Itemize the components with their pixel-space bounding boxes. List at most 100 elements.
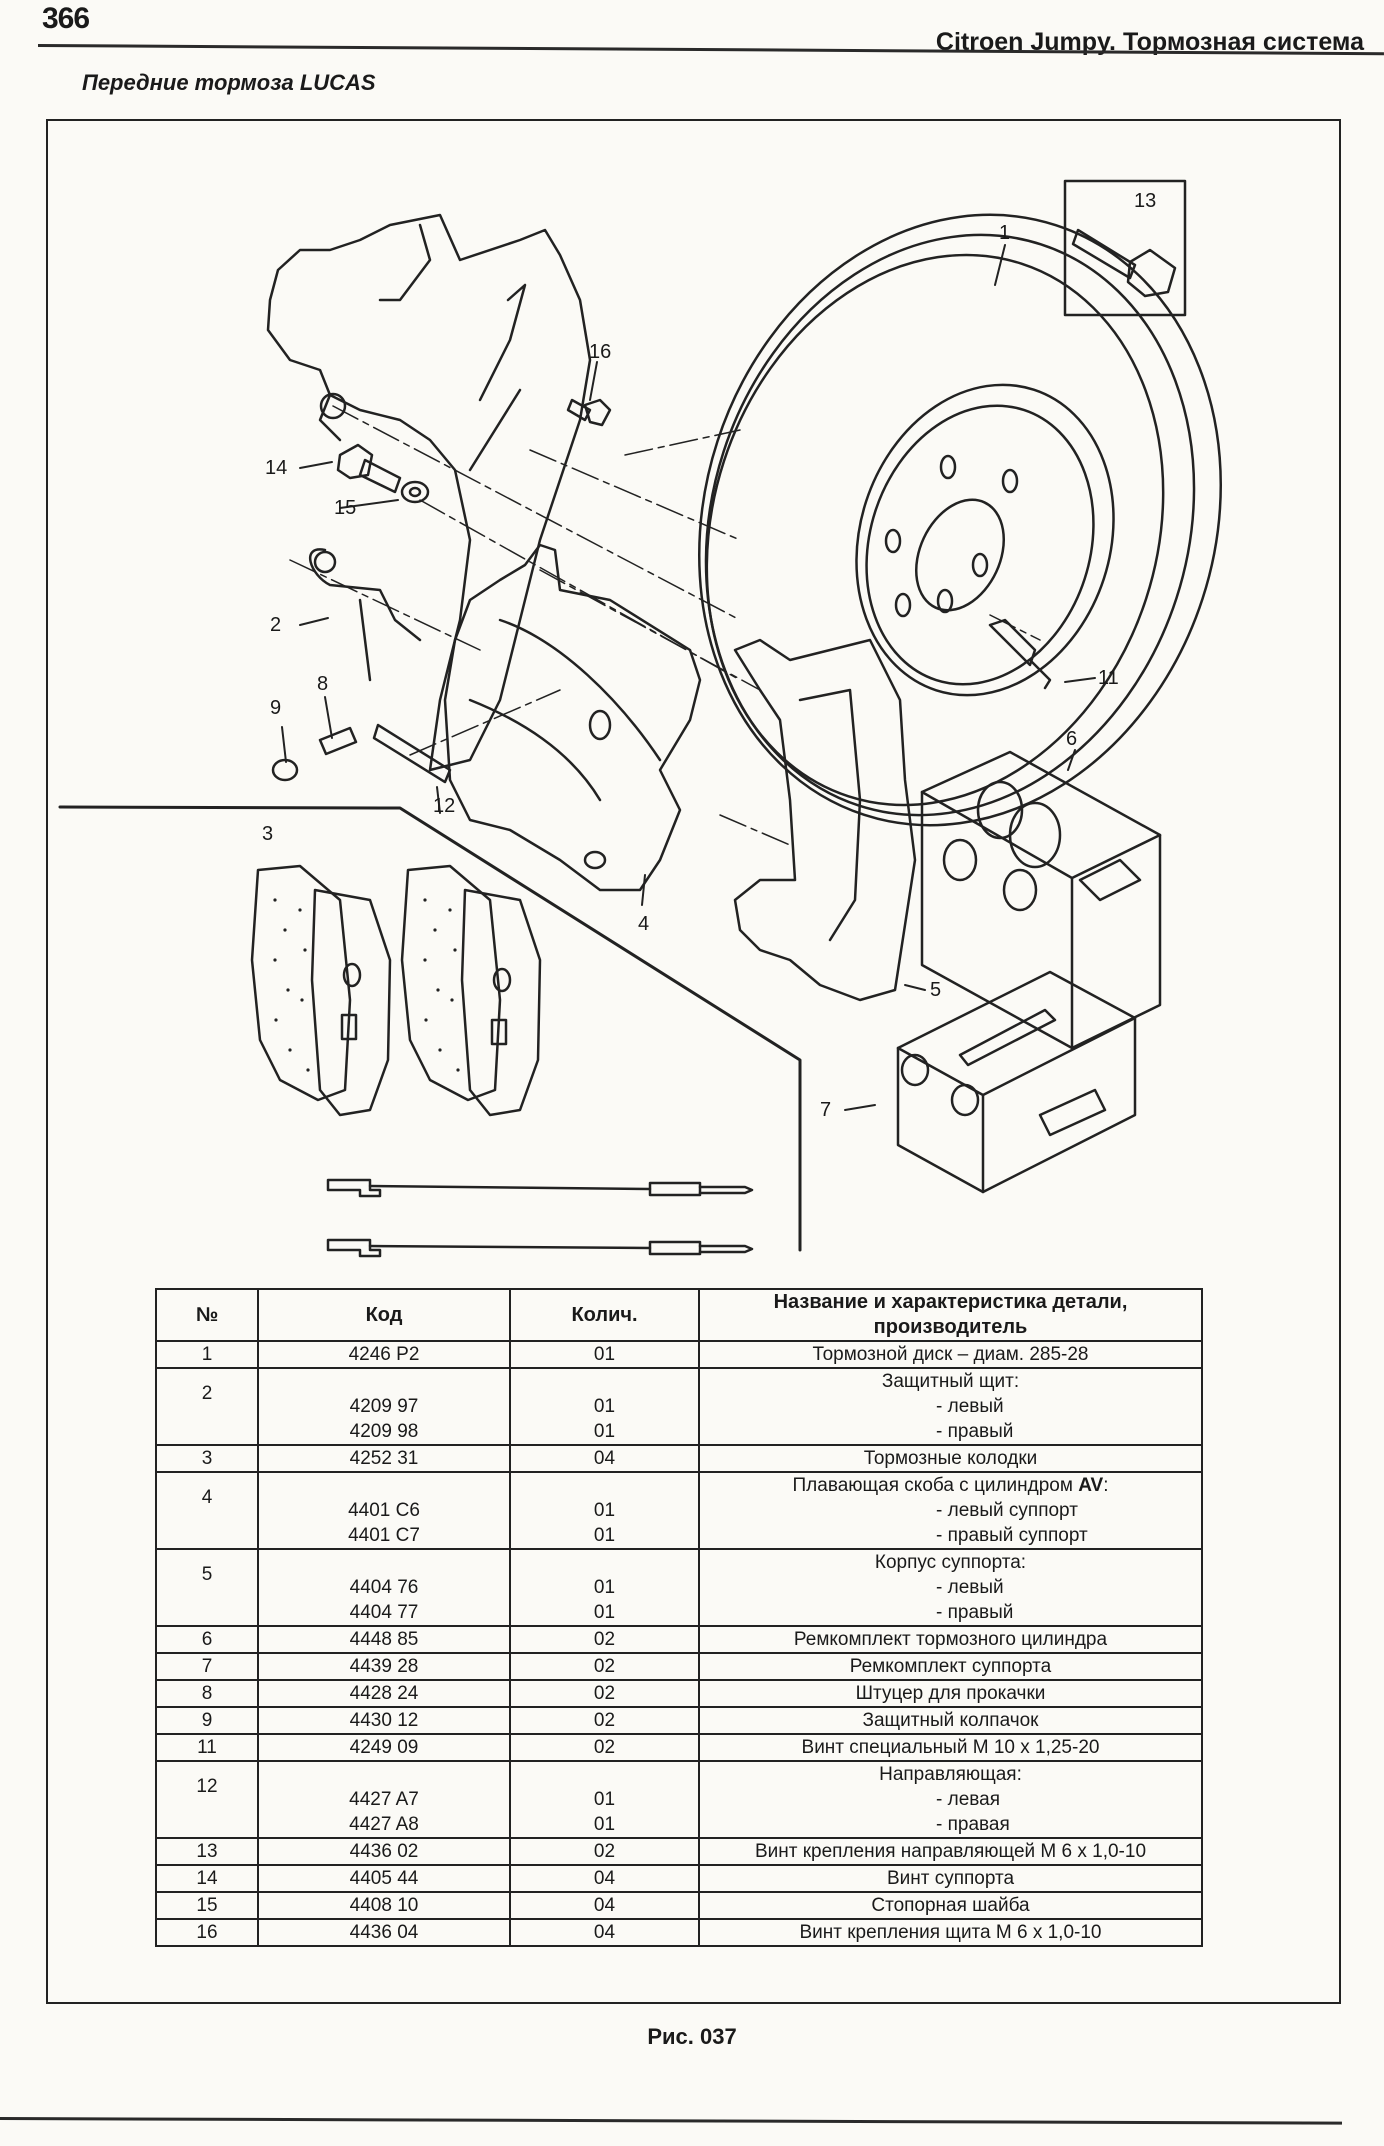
cell-number: 11 <box>155 1733 259 1762</box>
part-quantity: 01 <box>593 1344 616 1365</box>
cell-code: 4249 09 <box>257 1733 511 1762</box>
part-code: 4401 C7 <box>348 1525 420 1546</box>
part-code: 4439 28 <box>349 1656 419 1677</box>
callout-1: 1 <box>999 222 1010 244</box>
part-quantity: 04 <box>593 1868 616 1889</box>
cell-number: 5 <box>155 1548 259 1627</box>
table-header-row: № Код Колич. Название и характеристика д… <box>155 1288 1203 1342</box>
cell-description: Ремкомплект тормозного цилиндра <box>698 1625 1203 1654</box>
part-quantity: 04 <box>593 1448 616 1469</box>
cell-quantity: 04 <box>509 1444 700 1473</box>
lock-washer-drawing <box>400 480 430 504</box>
table-row: 6 4448 85 02 Ремкомплект тормозного цилиндр… <box>155 1625 1203 1654</box>
callout-16: 16 <box>589 341 611 363</box>
parts-table: № Код Колич. Название и характеристика д… <box>155 1288 1203 1947</box>
part-variant: - правый <box>936 1421 1014 1442</box>
guide-drawing <box>372 723 452 784</box>
cell-code: 4448 85 <box>257 1625 511 1654</box>
brake-disc-drawing <box>697 213 1223 827</box>
header-description: Название и характеристика детали, произв… <box>698 1288 1203 1342</box>
cell-quantity: 02 <box>509 1625 700 1654</box>
callout-12: 12 <box>433 795 455 817</box>
part-title-text: Винт крепления направляющей М 6 х 1,0-10 <box>754 1841 1147 1862</box>
part-quantity: 01 <box>593 1525 616 1546</box>
part-quantity: 04 <box>593 1922 616 1943</box>
part-code: 4404 77 <box>349 1602 419 1623</box>
page-number: 366 <box>42 2 90 35</box>
part-variant: - левый <box>936 1396 1004 1417</box>
section-title: Передние тормоза LUCAS <box>82 70 376 95</box>
callout-leaders <box>281 244 1096 1111</box>
part-title: Винт крепления направляющей М 6 х 1,0-10 <box>706 1839 1195 1864</box>
part-quantity: 04 <box>593 1895 616 1916</box>
cell-code: 4408 10 <box>257 1891 511 1920</box>
part-variant: - правый суппорт <box>936 1525 1088 1546</box>
cylinder-repair-kit-drawing <box>920 750 1162 1050</box>
part-code: 4427 A7 <box>349 1789 419 1810</box>
cell-quantity: 02 <box>509 1706 700 1735</box>
cell-description: Штуцер для прокачки <box>698 1679 1203 1708</box>
cell-quantity: 04 <box>509 1864 700 1893</box>
part-code: 4448 85 <box>349 1629 419 1650</box>
part-quantity: 02 <box>593 1737 616 1758</box>
caliper-repair-kit-drawing <box>896 970 1137 1194</box>
cell-number: 2 <box>155 1367 259 1446</box>
part-title-text: Защитный щит: <box>881 1371 1020 1392</box>
exploded-brake-diagram: 1 2 3 4 5 6 7 8 9 11 12 13 14 15 16 <box>58 179 1223 1258</box>
callout-labels: 1 2 3 4 5 6 7 8 9 11 12 13 14 15 16 <box>262 190 1156 1121</box>
guide-bolt-drawing <box>1071 228 1177 298</box>
cell-quantity: 02 <box>509 1652 700 1681</box>
part-title: Ремкомплект суппорта <box>706 1654 1195 1679</box>
part-title: Тормозной диск – диам. 285-28 <box>706 1342 1195 1367</box>
part-code: 4404 76 <box>349 1577 419 1598</box>
cell-code: 4439 28 <box>257 1652 511 1681</box>
callout-15: 15 <box>334 497 356 519</box>
caliper-drawing <box>443 543 702 892</box>
cell-code: 4436 04 <box>257 1918 511 1947</box>
part-title-text: Защитный колпачок <box>862 1710 1039 1731</box>
callout-8: 8 <box>317 673 328 695</box>
cell-quantity: 01 <box>509 1340 700 1369</box>
part-title-suffix: : <box>1103 1475 1109 1496</box>
callout-9: 9 <box>270 697 281 719</box>
part-title: Защитный щит: <box>706 1369 1195 1394</box>
cell-number: 13 <box>155 1837 259 1866</box>
part-title-text: Тормозные колодки <box>863 1448 1038 1469</box>
pad-friction-dots <box>273 898 460 1072</box>
cell-number: 12 <box>155 1760 259 1839</box>
part-title-text: Стопорная шайба <box>871 1895 1030 1916</box>
cell-description: Винт крепления щита М 6 х 1,0-10 <box>698 1918 1203 1947</box>
cell-description: Направляющая:- левая- правая <box>698 1760 1203 1839</box>
dust-cap-drawing <box>271 758 299 782</box>
part-quantity: 01 <box>593 1577 616 1598</box>
callout-7: 7 <box>820 1099 831 1121</box>
part-title: Корпус суппорта: <box>706 1550 1195 1575</box>
caliper-bolt-drawing <box>336 443 402 494</box>
callout-5: 5 <box>930 979 941 1001</box>
part-title-text: Ремкомплект тормозного цилиндра <box>793 1629 1108 1650</box>
part-code: 4401 C6 <box>348 1500 420 1521</box>
part-title: Ремкомплект тормозного цилиндра <box>706 1627 1195 1652</box>
part-quantity: 01 <box>593 1602 616 1623</box>
inset-box-13 <box>1063 179 1187 317</box>
cell-description: Защитный колпачок <box>698 1706 1203 1735</box>
header-quantity: Колич. <box>509 1288 700 1342</box>
part-quantity: 02 <box>593 1710 616 1731</box>
cell-number: 6 <box>155 1625 259 1654</box>
part-title-text: Тормозной диск – диам. 285-28 <box>812 1344 1089 1365</box>
callout-6: 6 <box>1066 728 1077 750</box>
part-title: Тормозные колодки <box>706 1446 1195 1471</box>
part-title: Плавающая скоба с цилиндром AV: <box>706 1473 1195 1498</box>
cell-description: Корпус суппорта:- левый- правый <box>698 1548 1203 1627</box>
part-quantity: 01 <box>593 1421 616 1442</box>
callout-11: 11 <box>1098 667 1119 689</box>
